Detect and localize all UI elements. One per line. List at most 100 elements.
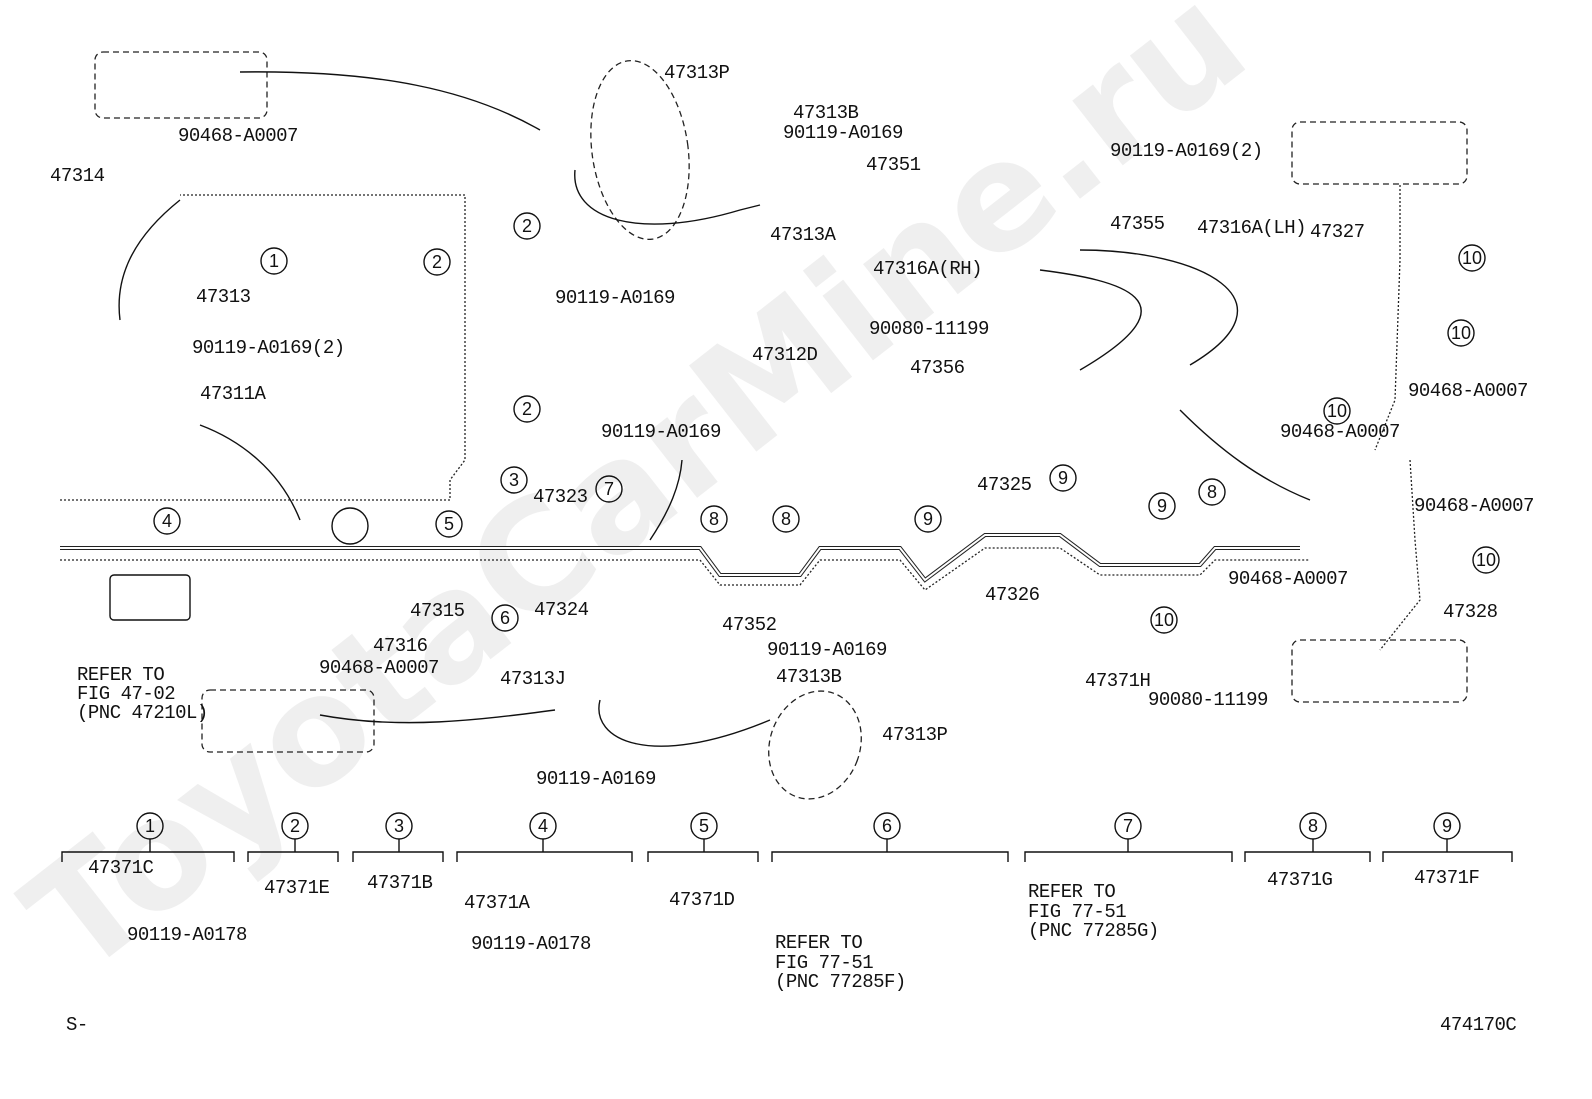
part-label--pnc-77285f-: (PNC 77285F) <box>775 971 906 993</box>
callout-2-circle <box>513 212 541 240</box>
part-label-47323: 47323 <box>533 486 588 508</box>
legend-group-8-circle <box>1299 812 1327 840</box>
part-label-90468-a0007: 90468-A0007 <box>1228 568 1348 590</box>
callout-6: 6 <box>500 608 510 628</box>
part-label-90119-a0169: 90119-A0169 <box>536 768 656 790</box>
callout-9-circle <box>1049 464 1077 492</box>
part-label-47316: 47316 <box>373 635 428 657</box>
part-label-47326: 47326 <box>985 584 1040 606</box>
callout-9: 9 <box>923 509 933 529</box>
part-label-90119-a0178: 90119-A0178 <box>471 933 591 955</box>
part-label--pnc-77285g-: (PNC 77285G) <box>1028 920 1159 942</box>
part-label-90468-a0007: 90468-A0007 <box>1408 380 1528 402</box>
callout-10: 10 <box>1154 610 1174 630</box>
part-label-47371b: 47371B <box>367 872 433 894</box>
part-label-47313: 47313 <box>196 286 251 308</box>
part-label-47352: 47352 <box>722 614 777 636</box>
part-label-90119-a0169: 90119-A0169 <box>783 122 903 144</box>
watermark: ToyotaCarMine.ru <box>0 0 1277 1008</box>
legend-group-9: 9 <box>1442 816 1452 836</box>
callout-8-circle <box>772 505 800 533</box>
callout-2: 2 <box>432 252 442 272</box>
part-label-47313b: 47313B <box>776 666 842 688</box>
part-label-47313b: 47313B <box>793 102 859 124</box>
callout-10: 10 <box>1451 323 1471 343</box>
figure-code: 474170C <box>1440 1014 1516 1036</box>
part-label-refer-to: REFER TO <box>77 664 164 686</box>
part-label-47371e: 47371E <box>264 877 330 899</box>
part-label-47313a: 47313A <box>770 224 837 246</box>
legend-group-4: 4 <box>538 816 548 836</box>
callout-10-circle <box>1458 244 1486 272</box>
part-label-47371c: 47371C <box>88 857 154 879</box>
part-label-90468-a0007: 90468-A0007 <box>319 657 439 679</box>
legend-bracket <box>647 839 759 862</box>
callout-9: 9 <box>1157 496 1167 516</box>
part-label-47371h: 47371H <box>1085 670 1150 692</box>
part-label-47311a: 47311A <box>200 383 267 405</box>
callout-9-circle <box>1148 492 1176 520</box>
part-label-90119-a0169-2-: 90119-A0169(2) <box>192 337 345 359</box>
part-label-47316a-rh-: 47316A(RH) <box>873 258 982 280</box>
part-label-47325: 47325 <box>977 474 1032 496</box>
brake-lines <box>60 169 1421 747</box>
callout-2-circle <box>513 395 541 423</box>
part-label--pnc-47210l-: (PNC 47210L) <box>77 702 208 724</box>
callout-2-circle <box>423 248 451 276</box>
legend-bracket <box>771 839 1009 862</box>
legend-bracket <box>61 839 235 862</box>
part-label-47315: 47315 <box>410 600 465 622</box>
legend-group-5: 5 <box>699 816 709 836</box>
part-label-47351: 47351 <box>866 154 921 176</box>
part-label-90119-a0169: 90119-A0169 <box>767 639 887 661</box>
callout-10-circle <box>1323 397 1351 425</box>
callout-10-circle <box>1472 546 1500 574</box>
callout-9: 9 <box>1058 468 1068 488</box>
legend-bracket <box>247 839 339 862</box>
part-label-refer-to: REFER TO <box>775 932 862 954</box>
part-label-90468-a0007: 90468-A0007 <box>1280 421 1400 443</box>
legend-group-6: 6 <box>882 816 892 836</box>
part-label-47313j: 47313J <box>500 668 565 690</box>
part-label-47355: 47355 <box>1110 213 1165 235</box>
part-label-47328: 47328 <box>1443 601 1498 623</box>
part-label-47314: 47314 <box>50 165 105 187</box>
callout-4: 4 <box>162 511 172 531</box>
legend-group-7-circle <box>1114 812 1142 840</box>
part-label-47371a: 47371A <box>464 892 531 914</box>
callout-5: 5 <box>444 514 454 534</box>
part-label-47371d: 47371D <box>669 889 735 911</box>
legend-bracket <box>456 839 633 862</box>
callout-10: 10 <box>1462 248 1482 268</box>
callout-8: 8 <box>1207 482 1217 502</box>
callout-6-circle <box>491 604 519 632</box>
legend-bracket <box>1244 839 1371 862</box>
part-label-47371g: 47371G <box>1267 869 1333 891</box>
callout-1-circle <box>260 247 288 275</box>
callout-5-circle <box>435 510 463 538</box>
part-label-47356: 47356 <box>910 357 965 379</box>
part-label-47316a-lh-: 47316A(LH) <box>1197 217 1306 239</box>
part-label-90468-a0007: 90468-A0007 <box>1414 495 1534 517</box>
legend-group-9-circle <box>1433 812 1461 840</box>
legend-group-1: 1 <box>145 816 155 836</box>
legend-group-2: 2 <box>290 816 300 836</box>
part-labels: 47313P47313B90119-A01694735147313A90119-… <box>50 62 1534 993</box>
callout-1: 1 <box>269 251 279 271</box>
part-label-90080-11199: 90080-11199 <box>869 318 989 340</box>
part-label-fig-77-51: FIG 77-51 <box>1028 901 1126 923</box>
part-label-90119-a0169-2-: 90119-A0169(2) <box>1110 140 1263 162</box>
part-label-47327: 47327 <box>1310 221 1365 243</box>
part-label-fig-47-02: FIG 47-02 <box>77 683 175 705</box>
callout-8: 8 <box>709 509 719 529</box>
callout-8-circle <box>700 505 728 533</box>
legend-group-6-circle <box>873 812 901 840</box>
callout-7: 7 <box>604 479 614 499</box>
callout-2: 2 <box>522 216 532 236</box>
corner-mark: S- <box>66 1014 88 1036</box>
callout-10-circle <box>1447 319 1475 347</box>
